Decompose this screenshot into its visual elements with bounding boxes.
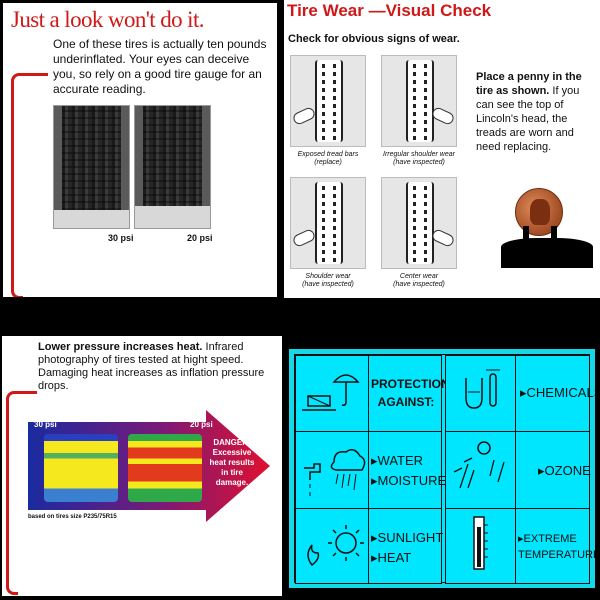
caption-line: Exposed tread bars: [297, 151, 359, 158]
wear-caption: Irregular shoulder wear (have inspected): [371, 151, 467, 167]
tire-tread-icon: [315, 60, 343, 142]
sunlight-label-cell: ▸SUNLIGHT ▸HEAT: [368, 508, 444, 584]
pointing-hand-icon: [430, 105, 456, 127]
tire-tread-icon: [315, 182, 343, 264]
pointing-hand-icon: [430, 227, 456, 249]
tire-tread-icon: [406, 182, 434, 264]
panel-body-text: Lower pressure increases heat. Infrared …: [38, 341, 278, 393]
protection-panel: PROTECTION AGAINST: ▸CHEMICALS: [289, 349, 595, 588]
water-label: ▸WATER: [371, 453, 424, 468]
penny-test-rest: If you can see the top of Lincoln's head…: [476, 85, 580, 153]
penny-test-bold: Place a penny in the tire as shown.: [476, 71, 582, 97]
infrared-tire-30psi: [44, 434, 118, 502]
infrared-tire-20psi: [128, 434, 202, 502]
temperatures-label: TEMPERATURES: [518, 549, 595, 561]
tire-photo-30psi: [53, 105, 130, 229]
tire-contact-floor: [54, 210, 129, 228]
wear-caption: Exposed tread bars (replace): [284, 151, 376, 167]
temperature-label-cell: ▸EXTREME TEMPERATURES: [515, 508, 595, 584]
protection-header-line2: AGAINST:: [377, 395, 435, 409]
sunlight-label: ▸SUNLIGHT: [371, 530, 444, 545]
wear-tile-exposed-bars: [290, 55, 366, 147]
penny-test-text: Place a penny in the tire as shown. If y…: [476, 70, 600, 154]
wear-tile-shoulder: [290, 177, 366, 269]
flask-icon: [465, 369, 500, 409]
psi-label-30: 30 psi: [108, 233, 134, 243]
tread-silhouette: [501, 226, 593, 268]
red-bracket-tick: [22, 73, 48, 76]
heat-panel: Lower pressure increases heat. Infrared …: [2, 336, 282, 596]
red-bracket-tick: [17, 391, 37, 394]
panel-title: Tire Wear —Visual Check: [287, 1, 492, 20]
protection-grid: PROTECTION AGAINST: ▸CHEMICALS: [294, 354, 595, 584]
water-icon-cell: [295, 431, 369, 509]
psi-label-30: 30 psi: [34, 420, 57, 429]
tire-size-footnote: based on tires size P235/75R15: [28, 514, 117, 520]
pointing-hand-icon: [291, 105, 317, 127]
ozone-label-cell: ▸OZONE: [515, 431, 591, 509]
moisture-label: ▸MOISTURE: [371, 473, 447, 488]
caption-line: (replace): [314, 159, 342, 166]
umbrella-cell: [295, 355, 369, 432]
tire-tread: [62, 106, 121, 210]
ozone-icon: [453, 441, 505, 489]
pointing-hand-icon: [291, 227, 317, 249]
tire-tread-icon: [406, 60, 434, 142]
tire-tread: [143, 106, 202, 210]
ozone-label: ▸OZONE: [538, 463, 591, 478]
caption-line: Irregular shoulder wear: [383, 151, 455, 158]
psi-label-20: 20 psi: [187, 233, 213, 243]
temperature-icon-cell: [445, 508, 516, 584]
extreme-label: ▸EXTREME: [518, 533, 577, 545]
heat-label: ▸HEAT: [371, 550, 412, 565]
ozone-icon-cell: [445, 431, 516, 509]
chemicals-label-cell: ▸CHEMICALS: [515, 355, 595, 432]
sun-icon-cell: [295, 508, 369, 584]
panel-title: Just a look won't do it.: [11, 7, 205, 32]
caption-line: (have inspected): [393, 281, 445, 288]
wear-caption: Shoulder wear (have inspected): [284, 273, 376, 289]
sun-icon: [307, 525, 364, 567]
protection-header-line1: PROTECTION: [371, 377, 450, 391]
umbrella-icon: [302, 374, 360, 411]
wear-caption: Center wear (have inspected): [371, 273, 467, 289]
water-label-cell: ▸WATER ▸MOISTURE: [368, 431, 446, 509]
red-bracket: [11, 73, 23, 297]
wear-tile-center: [381, 177, 457, 269]
danger-text: DANGER! Excessive heat results in tire d…: [209, 438, 255, 487]
caption-line: (have inspected): [393, 159, 445, 166]
tire-photo-20psi: [134, 105, 211, 229]
chemicals-icon-cell: [445, 355, 516, 432]
tire-contact-floor: [135, 206, 210, 228]
cloud-rain-icon: [304, 449, 366, 496]
thermometer-icon: [473, 516, 488, 570]
underinflation-panel: Just a look won't do it. One of these ti…: [3, 3, 277, 297]
psi-label-20: 20 psi: [190, 420, 213, 429]
panel-body-text: One of these tires is actually ten pound…: [53, 37, 267, 96]
protection-header-cell: PROTECTION AGAINST:: [368, 355, 450, 432]
caption-line: Shoulder wear: [305, 273, 351, 280]
penny-test-illustration: [501, 182, 593, 268]
caption-line: Center wear: [399, 273, 439, 280]
wear-tile-irregular-shoulder: [381, 55, 457, 147]
body-rest: Infrared photography of tires tested at …: [38, 341, 265, 392]
body-bold: Lower pressure increases heat.: [38, 341, 203, 353]
tire-wear-panel: Tire Wear —Visual Check Check for obviou…: [284, 0, 600, 298]
caption-line: (have inspected): [302, 281, 354, 288]
red-bracket: [6, 391, 18, 595]
chemicals-label: ▸CHEMICALS: [520, 385, 595, 400]
panel-subtitle: Check for obvious signs of wear.: [288, 33, 460, 45]
